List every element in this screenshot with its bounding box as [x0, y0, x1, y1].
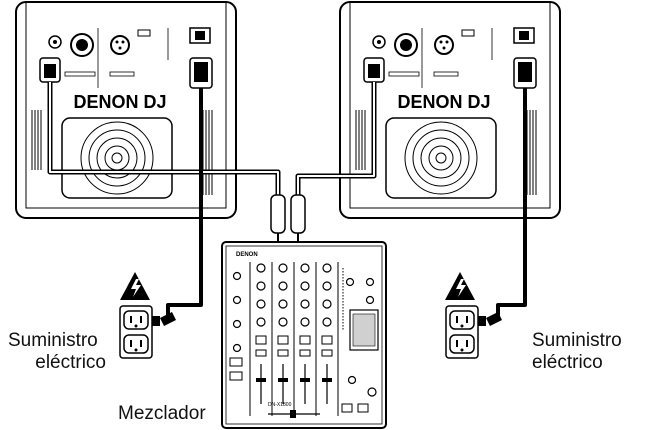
- power-label-left-line1: Suministro: [8, 330, 98, 351]
- wall-outlet-left: [119, 272, 176, 359]
- high-voltage-warning-icon: [120, 272, 150, 300]
- speaker-right-brand: DENON DJ: [397, 92, 490, 112]
- power-label-right-line1: Suministro: [532, 330, 622, 351]
- wall-outlet-icon: [119, 305, 153, 359]
- speaker-left: DENON DJ: [15, 1, 237, 219]
- power-label-left-line2: eléctrico: [35, 352, 106, 373]
- xlr-input-icon: [70, 33, 94, 57]
- volume-knob-icon: [48, 35, 62, 49]
- power-cables: [166, 88, 527, 318]
- wall-outlet-right: [445, 272, 502, 359]
- rca-plugs: [270, 194, 306, 243]
- power-label-left: Suministro eléctrico: [8, 330, 116, 374]
- speaker-fan-grille-icon: [61, 117, 173, 199]
- mixer-brand: DENON: [236, 252, 258, 258]
- xlr-output-icon: [110, 35, 130, 55]
- mixer-model: DN-X1800: [268, 402, 292, 408]
- dj-mixer: DENON: [221, 241, 387, 429]
- power-label-right: Suministro eléctrico: [532, 330, 642, 374]
- speaker-right: DENON DJ: [339, 1, 561, 219]
- audio-cables: [47, 82, 377, 195]
- mixer-label: Mezclador: [118, 403, 206, 424]
- power-label-right-line2: eléctrico: [532, 352, 603, 373]
- speaker-left-brand: DENON DJ: [73, 92, 166, 112]
